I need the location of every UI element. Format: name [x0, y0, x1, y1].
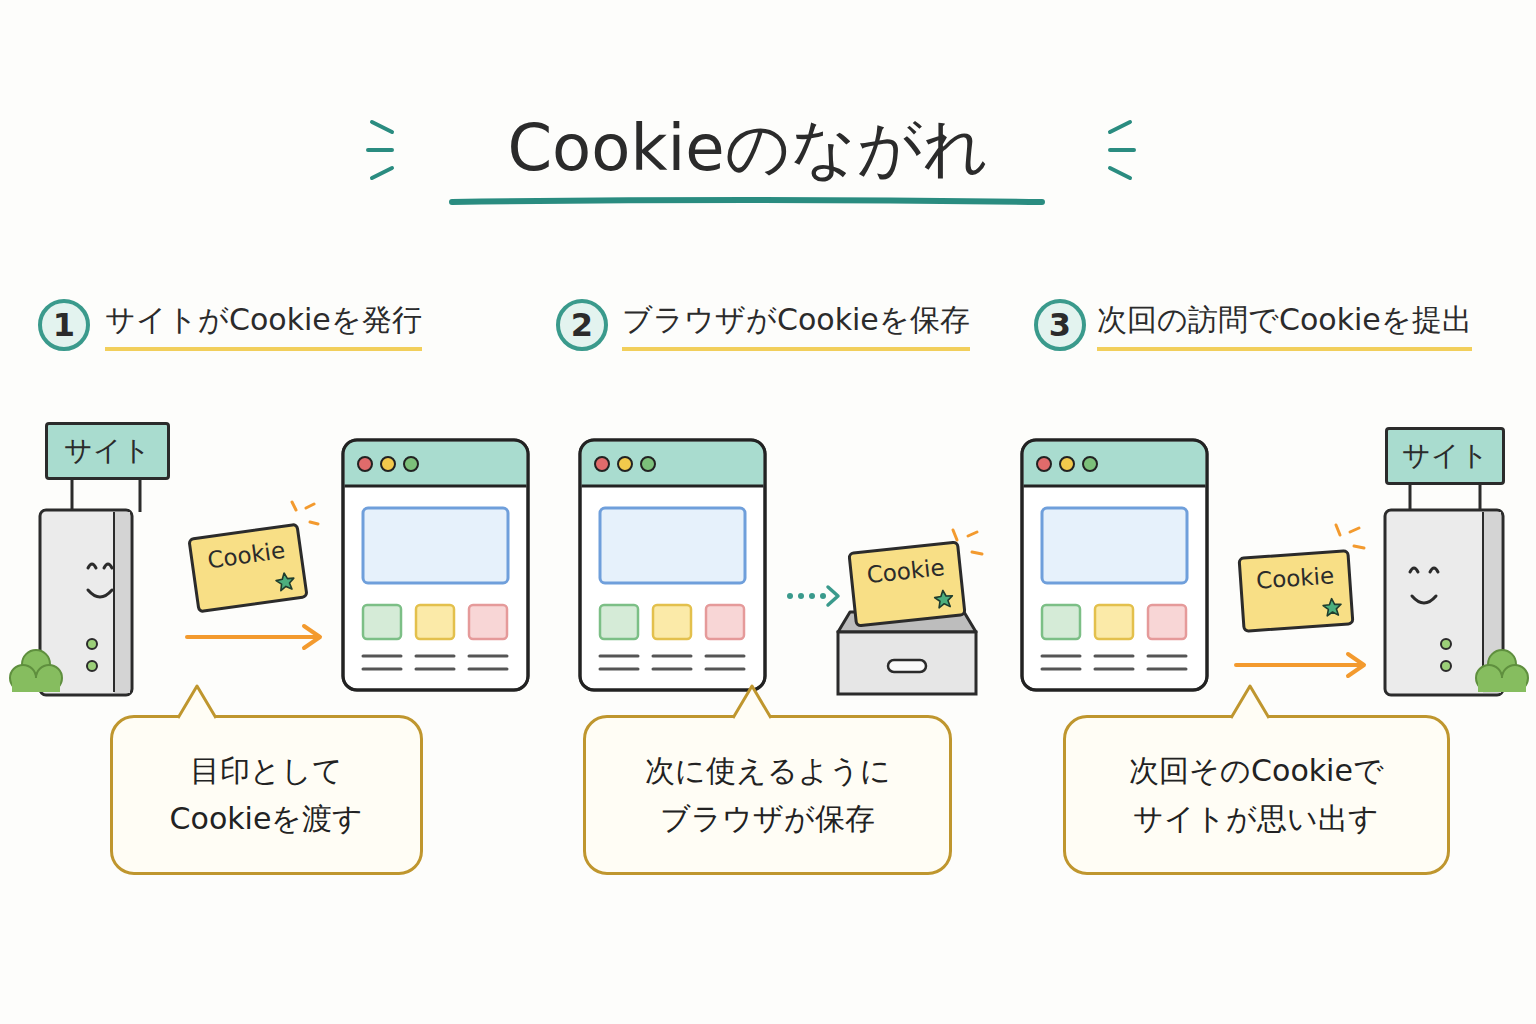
title-decoration	[452, 200, 1042, 202]
node-text: サイト	[64, 436, 151, 467]
server-1	[10, 650, 62, 692]
callout-pointer	[733, 686, 771, 718]
flow-arrow	[187, 635, 318, 639]
dotted-arrow	[820, 593, 826, 599]
dotted-arrow	[828, 587, 838, 605]
step-number: 3	[1034, 299, 1086, 351]
illustration	[580, 440, 765, 690]
server-1	[10, 480, 140, 695]
server-2	[1482, 512, 1484, 692]
dotted-arrow	[809, 593, 815, 599]
node-text: 次に使えるように ブラウザが保存	[645, 747, 891, 843]
flow-arrow	[187, 626, 320, 648]
server-2	[1441, 639, 1451, 649]
node-text: 3	[1049, 309, 1071, 341]
star-icon	[274, 571, 297, 594]
server-2	[1409, 485, 1412, 512]
callout-bubble: 次回そのCookieで サイトが思い出す	[1063, 715, 1450, 875]
star-icon	[933, 588, 955, 610]
server-2	[1410, 568, 1438, 572]
server-1	[88, 564, 112, 568]
callout-pointer	[178, 686, 1269, 718]
star-icon	[275, 572, 295, 591]
step-number: 2	[556, 299, 608, 351]
node-text: 2	[571, 309, 593, 341]
step-heading: 次回の訪問でCookieを提出	[1097, 300, 1472, 351]
sparkle	[1336, 525, 1364, 548]
title-decoration	[368, 122, 392, 178]
cookie-card: Cookie	[1237, 549, 1354, 633]
step-number: 1	[38, 299, 90, 351]
server-1	[87, 639, 97, 649]
sparkle	[292, 502, 318, 524]
server-1	[114, 512, 130, 693]
illustration	[1022, 440, 1207, 690]
step-heading: サイトがCookieを発行	[105, 300, 422, 351]
callout-pointer	[178, 686, 216, 718]
server-1	[71, 480, 74, 512]
node-text: 目印として Cookieを渡す	[170, 747, 364, 843]
star-icon	[1322, 597, 1343, 618]
dotted-arrow	[787, 587, 838, 605]
drawer	[838, 632, 976, 694]
server-2	[1476, 650, 1528, 692]
flow-arrow	[1236, 663, 1362, 667]
server-2	[1412, 596, 1436, 603]
flow-arrow	[304, 626, 320, 648]
diagram-title: Cookieのながれ	[507, 110, 988, 187]
node-text: サイト	[1402, 441, 1489, 472]
server-1	[88, 590, 112, 597]
callout-bubble: 次に使えるように ブラウザが保存	[583, 715, 952, 875]
cookie-card: Cookie	[187, 523, 308, 614]
callout-bubble: 目印として Cookieを渡す	[110, 715, 423, 875]
callout-pointer	[1231, 686, 1269, 718]
server-2	[1441, 661, 1451, 671]
drawer	[888, 660, 926, 672]
site-sign: サイト	[45, 422, 170, 480]
server-2	[1479, 485, 1482, 512]
flow-arrow	[1348, 654, 1364, 676]
dotted-arrow	[787, 593, 793, 599]
node-text: 1	[53, 309, 75, 341]
cookie-card: Cookie	[847, 540, 966, 627]
node-text: 次回そのCookieで サイトが思い出す	[1129, 747, 1384, 843]
illustration	[343, 440, 528, 690]
node-text: Cookie	[206, 538, 287, 574]
server-2	[1385, 485, 1528, 695]
server-1	[113, 512, 115, 692]
title-decoration	[1110, 122, 1134, 178]
star-icon	[1323, 598, 1342, 616]
star-icon	[934, 589, 954, 608]
node-text: Cookie	[866, 555, 946, 588]
site-sign: サイト	[1385, 427, 1505, 485]
server-1	[139, 480, 142, 512]
step-heading: ブラウザがCookieを保存	[622, 300, 970, 351]
node-text: Cookie	[1255, 563, 1335, 594]
dotted-arrow	[798, 593, 804, 599]
server-1	[87, 661, 97, 671]
flow-arrow	[1236, 654, 1364, 676]
